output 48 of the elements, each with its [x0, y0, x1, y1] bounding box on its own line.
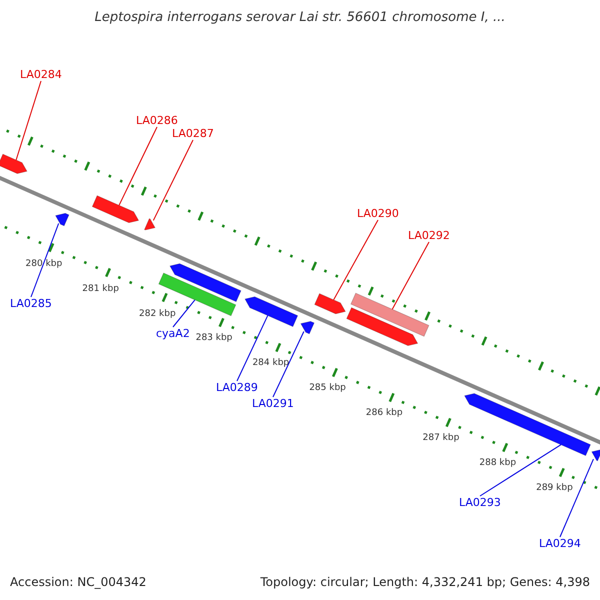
gene-feature [346, 307, 418, 346]
gene-label: LA0286 [136, 114, 178, 127]
accession-text: Accession: NC_004342 [10, 575, 146, 589]
gene-label: LA0290 [357, 207, 399, 220]
gene-label: LA0292 [408, 229, 450, 242]
gene-label: LA0291 [252, 397, 294, 410]
gene-feature [92, 195, 140, 224]
diagram-title: Leptospira interrogans serovar Lai str. 56601 chromosome I, ... [94, 10, 506, 25]
scale-label: 283 kbp [196, 333, 232, 344]
gene-feature [144, 218, 156, 230]
gene-feature [591, 449, 600, 462]
leader-line [333, 220, 378, 300]
scale-label: 284 kbp [252, 358, 290, 370]
leader-line [392, 242, 430, 310]
gene-feature [55, 213, 70, 226]
scale-label: 289 kbp [536, 483, 573, 494]
leader-line [30, 222, 60, 298]
scale-label: 285 kbp [309, 383, 346, 394]
gene-label: cyaA2 [156, 327, 190, 340]
gene-feature [0, 154, 28, 174]
leader-line [272, 331, 304, 398]
scale-label: 286 kbp [366, 408, 403, 420]
scale-label: 280 kbp [26, 258, 62, 270]
leader-line [480, 444, 562, 496]
gene-label: LA0285 [10, 297, 52, 310]
scale-label: 287 kbp [422, 433, 460, 444]
scale-label: 282 kbp [139, 308, 176, 320]
gene-label: LA0294 [539, 537, 581, 550]
scale-label: 288 kbp [479, 458, 516, 470]
leader-line [16, 80, 42, 160]
gene-label: LA0284 [20, 68, 62, 81]
gene-feature [158, 272, 236, 316]
leader-line [236, 315, 268, 382]
gene-feature [244, 296, 298, 328]
gene-feature [300, 321, 315, 334]
gene-feature [314, 293, 346, 314]
gene-feature [169, 263, 242, 302]
gene-feature [464, 393, 591, 456]
summary-text: Topology: circular; Length: 4,332,241 bp; Genes: 4,398 [260, 575, 590, 589]
gene-label: LA0293 [459, 496, 501, 509]
leader-line [152, 140, 194, 221]
leader-line [172, 299, 196, 328]
gene-feature [350, 292, 430, 337]
leader-line [118, 126, 158, 206]
scale-label: 281 kbp [82, 284, 119, 295]
leader-line [560, 458, 594, 538]
gene-label: LA0287 [172, 127, 214, 140]
gene-label: LA0289 [216, 381, 258, 394]
